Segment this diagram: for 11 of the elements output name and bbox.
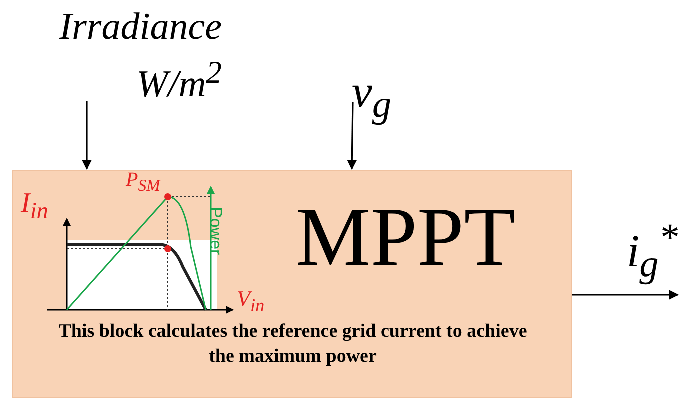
axis-label: P$_{SM}$ xyxy=(126,169,160,196)
axis-label: V$_{in}$ xyxy=(237,287,265,316)
axis-label: I$_{in}$ xyxy=(21,189,48,226)
description-text: This block calculates the reference grid current to achieve the maximum power xyxy=(58,320,528,369)
variable-label: v$_{g}$ xyxy=(352,62,392,136)
variable-label: Irradiance W/m$^{2}$ xyxy=(52,4,222,100)
block-title: MPPT xyxy=(296,193,516,283)
arrow xyxy=(572,290,679,300)
arrow xyxy=(82,101,92,170)
arrow xyxy=(347,102,358,170)
process-box xyxy=(12,170,572,398)
